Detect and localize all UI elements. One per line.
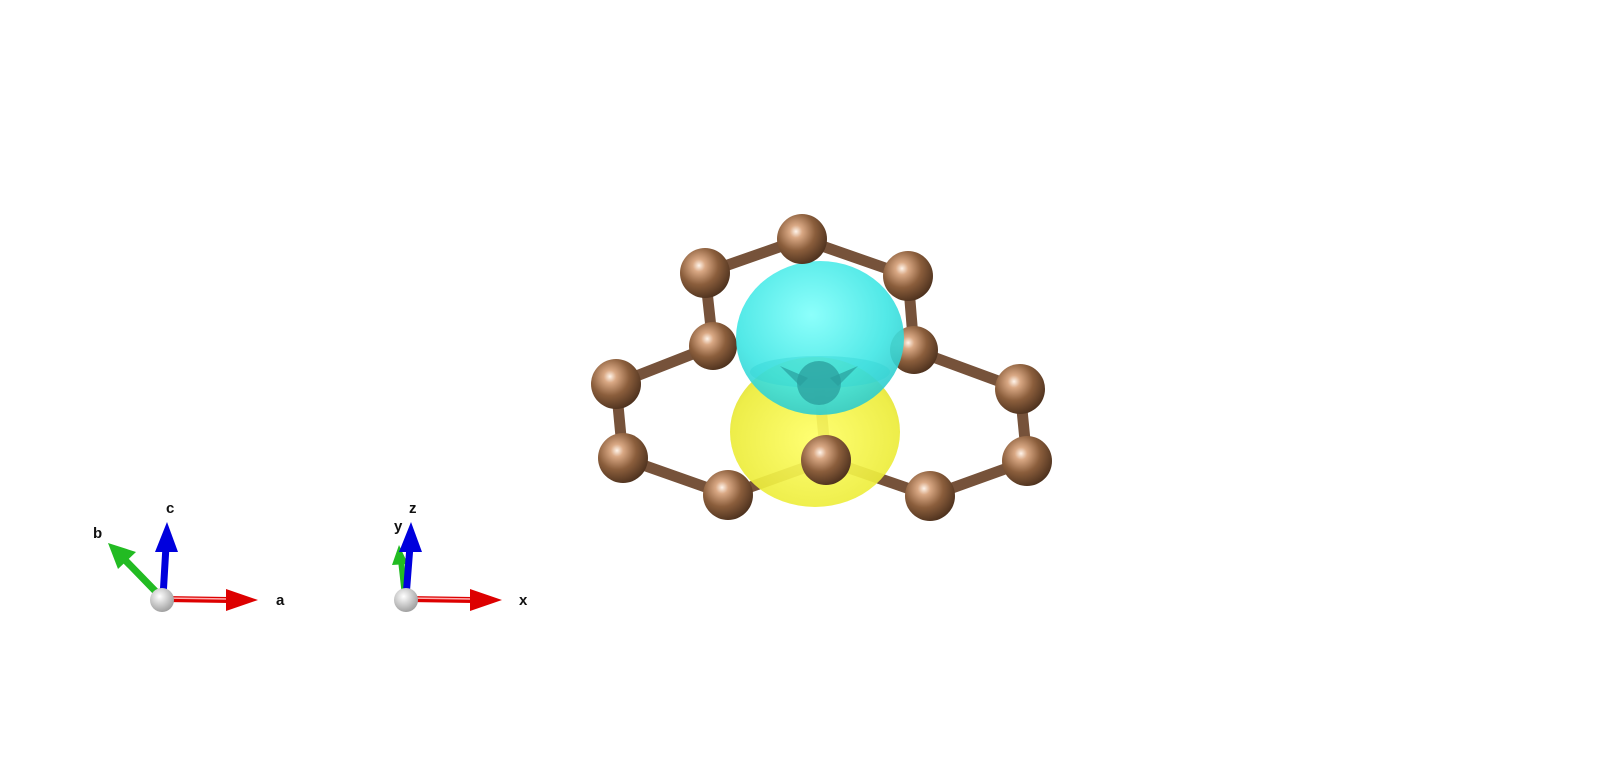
axis-label-x: x xyxy=(519,592,528,609)
axis-label-y: y xyxy=(394,518,403,535)
axis-a-arrowhead xyxy=(226,589,258,611)
molecule xyxy=(591,214,1052,521)
axis-label-b: b xyxy=(93,525,102,542)
orbital-lobes-front xyxy=(736,261,904,415)
axis-b-arrowhead xyxy=(108,543,136,569)
carbon-atom xyxy=(680,248,730,298)
carbon-atom xyxy=(801,435,851,485)
lattice-axes: a b c xyxy=(93,500,285,612)
carbon-atom-center xyxy=(797,361,841,405)
axis-a-shaft-highlight xyxy=(164,597,229,600)
cartesian-axes: x y z xyxy=(392,500,528,612)
axis-label-a: a xyxy=(276,592,285,609)
carbon-atom xyxy=(591,359,641,409)
axis-c-arrowhead xyxy=(155,522,178,552)
carbon-atom xyxy=(598,433,648,483)
axis-a-shaft xyxy=(164,596,229,603)
axis-y-arrowhead xyxy=(392,545,408,565)
axis-origin-sphere xyxy=(394,588,418,612)
carbon-atom xyxy=(883,251,933,301)
axis-label-c: c xyxy=(166,500,174,517)
axis-x-shaft-highlight xyxy=(407,597,473,600)
bond-stub xyxy=(780,366,808,386)
carbon-atom xyxy=(689,322,737,370)
carbon-atom xyxy=(995,364,1045,414)
bond-stub xyxy=(830,366,858,386)
axis-x-arrowhead xyxy=(470,589,502,611)
carbon-atom xyxy=(703,470,753,520)
orbital-lobe-positive xyxy=(736,261,904,415)
axis-origin-sphere xyxy=(150,588,174,612)
carbon-atom xyxy=(1002,436,1052,486)
atoms-front xyxy=(591,214,1052,521)
axis-label-z: z xyxy=(409,500,417,517)
carbon-atom xyxy=(777,214,827,264)
axis-x-shaft xyxy=(407,596,473,603)
carbon-atom xyxy=(905,471,955,521)
axis-z-arrowhead xyxy=(399,522,422,552)
